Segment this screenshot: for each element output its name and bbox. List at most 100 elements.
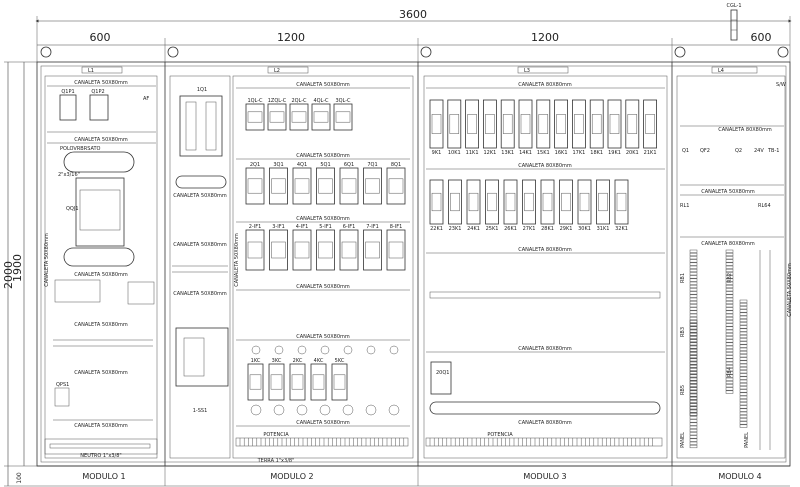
terminal-block bbox=[689, 399, 698, 403]
terminal-block bbox=[689, 332, 698, 336]
m3-relay-label: 18K1 bbox=[590, 150, 603, 156]
m2-drive-face bbox=[247, 178, 263, 194]
m2-contactor-face bbox=[270, 374, 283, 390]
m2-filter-label: 6-IF1 bbox=[343, 224, 356, 230]
light-label-3: L3 bbox=[524, 68, 530, 74]
terminal-block bbox=[739, 366, 748, 371]
terminal-block bbox=[739, 357, 748, 361]
m3-relay: 26K1 bbox=[503, 179, 518, 232]
m3-relay-face bbox=[627, 114, 638, 134]
m2-contactor-face bbox=[249, 374, 262, 390]
m2-drive-face bbox=[318, 178, 333, 194]
cable-gland bbox=[250, 404, 262, 416]
terminal-block bbox=[689, 380, 698, 384]
m3-relay-label: 29K1 bbox=[560, 226, 573, 232]
small-breaker-tag: QPS1 bbox=[56, 382, 69, 388]
m2-filter-face bbox=[341, 241, 357, 259]
canaleta-m2-vertical: CANALETA 50X80mm bbox=[234, 233, 240, 287]
terminal-block bbox=[725, 380, 734, 385]
panel-height-label: 1900 bbox=[11, 254, 24, 282]
m2-contactor-label: 2KC bbox=[293, 358, 303, 364]
terminal-block bbox=[725, 377, 734, 381]
terminal-block bbox=[689, 322, 698, 327]
m2-breaker-face bbox=[291, 111, 307, 123]
terminal-block bbox=[689, 441, 698, 445]
terminal-block bbox=[725, 281, 734, 285]
m3-relay-face bbox=[468, 192, 479, 212]
terminal-block bbox=[689, 348, 698, 352]
m3-relay-body bbox=[559, 179, 573, 225]
terminal-block bbox=[739, 386, 748, 390]
breaker-q1p1: Q1P1 bbox=[61, 89, 74, 95]
canaleta-m3-4: CANALETA 80X80mm bbox=[518, 346, 572, 352]
m3-relay: 31K1 bbox=[596, 179, 610, 232]
rail-rb3: RB3 bbox=[680, 327, 686, 337]
terminal-block bbox=[725, 259, 734, 263]
module-width-3: 1200 bbox=[531, 31, 559, 44]
terminal-block bbox=[739, 389, 748, 393]
m3-relay-label: 16K1 bbox=[555, 150, 568, 156]
terminal-block bbox=[689, 377, 698, 381]
m3-relay: 16K1 bbox=[554, 99, 568, 156]
terminal-block bbox=[725, 256, 734, 260]
relay-first: RL1 bbox=[680, 203, 689, 209]
terminal-block bbox=[725, 320, 734, 324]
terminal-block bbox=[725, 288, 734, 292]
terminal-block bbox=[739, 341, 748, 345]
m2-breaker-label: 1ZQL-C bbox=[268, 98, 287, 104]
m3-relay-body bbox=[643, 99, 657, 149]
lifting-eye bbox=[40, 46, 52, 58]
canaleta-m3-1: CANALETA 80X80mm bbox=[518, 82, 572, 88]
m2-filter-body bbox=[363, 229, 382, 271]
canaleta-m2-side-1: CANALETA 50X80mm bbox=[173, 193, 227, 199]
cable-gland bbox=[366, 345, 376, 355]
terminal-block bbox=[725, 332, 734, 337]
terminal-block bbox=[689, 275, 698, 279]
m3-relay-body bbox=[429, 99, 444, 149]
cable-gland bbox=[274, 345, 284, 355]
m2-breaker-label: 3QL-C bbox=[335, 98, 351, 104]
m2-filter-face bbox=[388, 241, 404, 259]
light-label-4: L4 bbox=[718, 68, 724, 74]
m2-breaker-label: 2QL-C bbox=[291, 98, 307, 104]
m2-filter-label: 3-IF1 bbox=[272, 224, 285, 230]
m3-relay-body bbox=[577, 179, 592, 225]
canaleta-m2-side-2: CANALETA 50X80mm bbox=[173, 242, 227, 248]
terminal-block bbox=[689, 432, 698, 436]
m3-relay: 32K1 bbox=[614, 179, 629, 232]
terminal-block bbox=[739, 334, 748, 339]
canaleta-m4-3: CANALETA 80X80mm bbox=[701, 241, 755, 247]
terminal-block bbox=[725, 304, 734, 308]
m2-breaker-label: 4QL-C bbox=[313, 98, 329, 104]
terminal-block bbox=[739, 302, 748, 307]
m2-drive-face bbox=[294, 178, 310, 194]
terminal-block bbox=[739, 322, 748, 326]
m3-relay-face bbox=[609, 114, 620, 134]
m3-relay: 9K1 bbox=[429, 99, 444, 156]
m2-filter-face bbox=[271, 241, 286, 259]
m3-relay-body bbox=[503, 179, 518, 225]
m2-contactor-face bbox=[312, 374, 325, 390]
potencia-m2: POTENCIA bbox=[263, 432, 289, 438]
m2-contactor-body bbox=[268, 363, 285, 401]
m2-drive-body bbox=[386, 167, 406, 205]
terminal-block bbox=[725, 342, 734, 346]
left-dimension: 2000 1900 100 bbox=[2, 61, 37, 487]
m3-relay-face bbox=[450, 192, 460, 212]
terminal-block bbox=[689, 370, 698, 375]
m3-relay-body bbox=[607, 99, 622, 149]
terminal-block bbox=[689, 416, 698, 420]
m2-drive-body bbox=[316, 167, 335, 205]
m3-relay-label: 14K1 bbox=[519, 150, 532, 156]
cable-gland bbox=[320, 345, 330, 355]
cable-gland bbox=[342, 404, 354, 416]
m2-drive-body bbox=[245, 167, 265, 205]
canaleta-m3-5: CANALETA 80X80mm bbox=[518, 420, 572, 426]
relay-last: RL64 bbox=[758, 203, 771, 209]
terminal-block bbox=[689, 252, 698, 257]
terminal-block bbox=[689, 438, 698, 442]
m4-tag-qf2: QF2 bbox=[700, 148, 710, 154]
m3-relay-face bbox=[591, 114, 602, 134]
terminal-block bbox=[689, 425, 698, 429]
m2-breaker: 3QL-C bbox=[333, 98, 353, 131]
